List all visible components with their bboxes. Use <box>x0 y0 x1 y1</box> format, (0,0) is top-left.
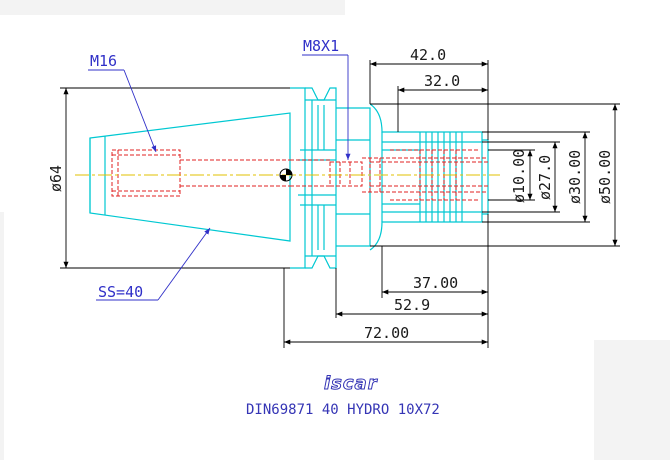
dimension-lines <box>60 60 620 348</box>
part-name: DIN69871 40 HYDRO 10X72 <box>246 402 440 418</box>
callout-m8x1: M8X1 <box>303 37 339 55</box>
dim-72: 72.00 <box>364 324 409 342</box>
dim-dia-50: ø50.00 <box>596 150 614 204</box>
background-panel-right <box>594 340 670 460</box>
dim-37: 37.00 <box>413 274 458 292</box>
dim-52-9: 52.9 <box>394 296 430 314</box>
background-panel-top <box>0 0 345 15</box>
callout-leaders <box>88 54 351 301</box>
dim-dia-10: ø10.00 <box>510 149 528 203</box>
dim-dia-30: ø30.00 <box>566 150 584 204</box>
callout-m16: M16 <box>90 52 117 70</box>
hidden-lines <box>111 149 488 201</box>
dim-32: 32.0 <box>424 72 460 90</box>
background-panel-left <box>0 212 4 460</box>
dim-42: 42.0 <box>410 46 446 64</box>
center-mark-fill <box>280 169 292 181</box>
holder-outline <box>89 87 489 269</box>
brand-logo: iscar <box>324 373 378 394</box>
callout-ss40: SS=40 <box>98 283 143 301</box>
dim-dia-27: ø27.0 <box>536 155 554 200</box>
dim-dia-64: ø64 <box>47 165 65 192</box>
